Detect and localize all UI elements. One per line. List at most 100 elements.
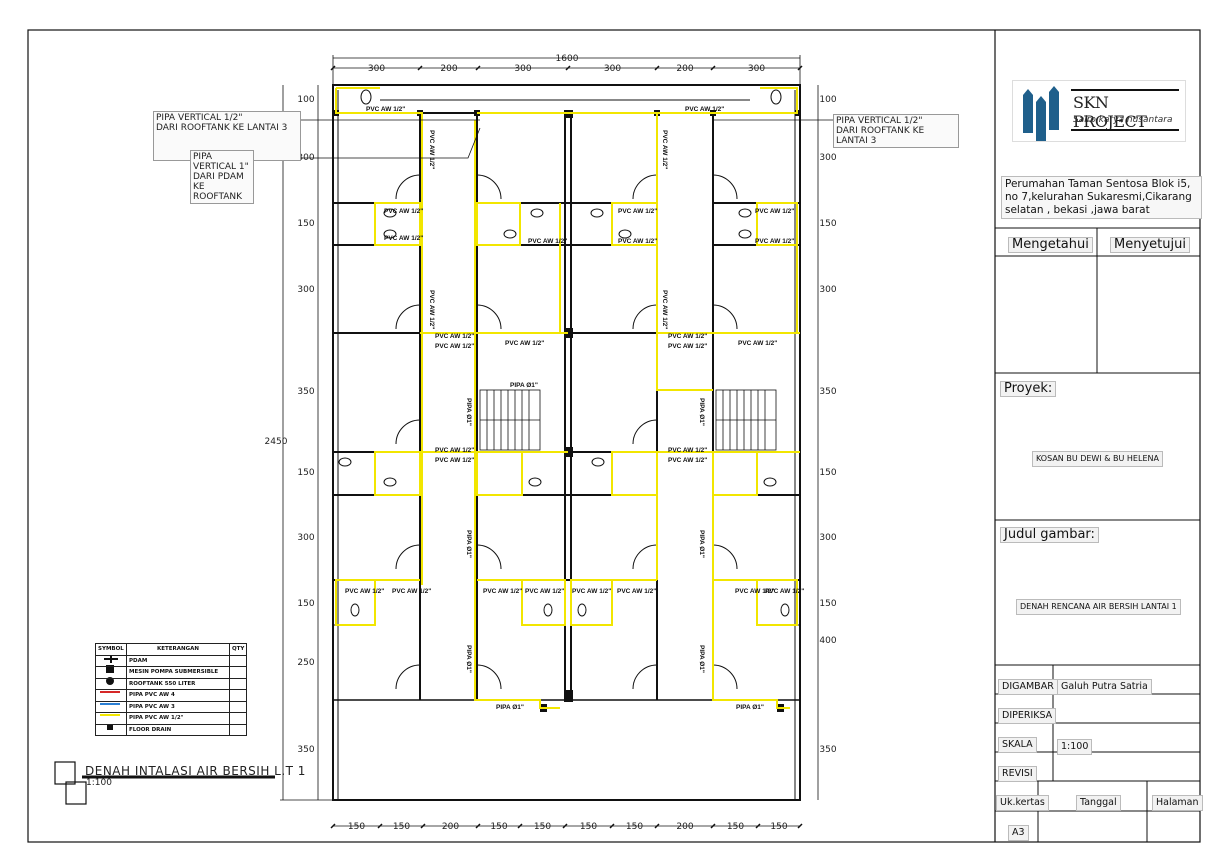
pipe-label: PVC AW 1/2" [668, 343, 707, 350]
dimension-bottom: 150 [534, 822, 551, 832]
dimension-left: 300 [297, 285, 314, 295]
legend-row-label: PIPA PVC AW 3 [126, 700, 230, 713]
dimension-tick [417, 65, 423, 71]
drawing-title: DENAH INTALASI AIR BERSIH L.T 1 [85, 764, 306, 778]
pipe-label: PVC AW 1/2" [345, 588, 384, 595]
dimension-bottom: 150 [490, 822, 507, 832]
dimension-right: 300 [819, 285, 836, 295]
legend-header-keterangan: KETERANGAN [126, 643, 230, 656]
dimension-bottom: 200 [676, 822, 693, 832]
logo-icon [1023, 86, 1059, 142]
dimension-top: 300 [514, 64, 531, 74]
pipe-main-label-vertical: PIPA Ø1" [465, 398, 472, 426]
legend-table: SYMBOL KETERANGAN QTY PDAM MESIN POMPA S… [95, 643, 248, 736]
pipe-label: PVC AW 1/2" [618, 238, 657, 245]
pipe-label: PVC AW 1/2" [392, 588, 431, 595]
legend-row-label: MESIN POMPA SUBMERSIBLE [126, 666, 230, 679]
judul-value: DENAH RENCANA AIR BERSIH LANTAI 1 [1016, 599, 1181, 615]
dimension-left: 150 [297, 219, 314, 229]
dimension-tick [654, 823, 660, 829]
pipe-label: PVC AW 1/2" [384, 208, 423, 215]
uk-kertas-label: Uk.kertas [996, 795, 1049, 811]
dimension-right: 150 [819, 468, 836, 478]
halaman-label: Halaman [1152, 795, 1203, 811]
note-vertical-one: PIPA VERTICAL 1" DARI PDAM KE ROOFTANK [190, 150, 254, 204]
staircase [479, 389, 777, 451]
dimension-left: 150 [297, 599, 314, 609]
dimension-overall-height: 2450 [265, 437, 288, 447]
pipe-label: PVC AW 1/2" [738, 340, 777, 347]
dimension-bottom: 150 [348, 822, 365, 832]
dimension-right: 150 [819, 219, 836, 229]
structural-columns [333, 110, 801, 712]
dimension-right: 150 [819, 599, 836, 609]
dimension-tick [755, 823, 761, 829]
pipe-label: PVC AW 1/2" [366, 106, 405, 113]
pipe-label: PVC AW 1/2" [618, 208, 657, 215]
dimension-right: 400 [819, 636, 836, 646]
dimension-right: 350 [819, 387, 836, 397]
dimension-right: 300 [819, 153, 836, 163]
dimension-left: 150 [297, 468, 314, 478]
dimension-lines [280, 55, 819, 827]
legend-row-label: ROOFTANK 550 LITER [126, 677, 230, 690]
drawing-title-marks [54, 761, 275, 805]
dimension-tick [797, 823, 803, 829]
dimension-tick [517, 823, 523, 829]
pipe-label-vertical: PVC AW 1/2" [661, 290, 668, 329]
judul-label: Judul gambar: [1000, 527, 1099, 543]
dimension-left: 300 [297, 153, 314, 163]
drawing-scale: 1:100 [86, 778, 112, 788]
project-address: Perumahan Taman Sentosa Blok i5, no 7,ke… [1001, 176, 1202, 219]
dimension-tick [565, 65, 571, 71]
pipe-label: PVC AW 1/2" [528, 238, 567, 245]
note-line: PIPA VERTICAL 1/2" [836, 116, 923, 126]
pvc-pipe-network [335, 87, 800, 709]
dimension-tick [475, 65, 481, 71]
pipe-label: PVC AW 1/2" [765, 588, 804, 595]
dimension-left: 350 [297, 745, 314, 755]
skala-value: 1:100 [1057, 739, 1093, 755]
pipe-label-vertical: PVC AW 1/2" [428, 130, 435, 169]
pipe-label: PVC AW 1/2" [505, 340, 544, 347]
legend-row-label: PIPA PVC AW 4 [126, 689, 230, 702]
pipe-label: PVC AW 1/2" [435, 447, 474, 454]
dimension-left: 350 [297, 387, 314, 397]
dimension-tick [710, 823, 716, 829]
dimension-bottom: 150 [580, 822, 597, 832]
logo-name: SKN PROJECT [1073, 93, 1147, 131]
proyek-label: Proyek: [1000, 381, 1057, 397]
legend-row-label: FLOOR DRAIN [126, 723, 230, 736]
pipe-main-label: PIPA Ø1" [736, 704, 764, 711]
dimension-right: 100 [819, 95, 836, 105]
pipe-label-vertical: PVC AW 1/2" [428, 290, 435, 329]
dimension-overall-width: 1600 [556, 54, 579, 64]
note-line: DARI PDAM [193, 172, 244, 182]
note-line: PIPA VERTICAL 1/2" [156, 113, 243, 123]
mengetahui-label: Mengetahui [1008, 237, 1093, 253]
sheet-border [27, 29, 1201, 843]
pipe-label: PVC AW 1/2" [525, 588, 564, 595]
diperiksa-label: DIPERIKSA [998, 708, 1057, 724]
note-line: DARI ROOFTANK KE LANTAI 3 [836, 126, 925, 146]
dimension-tick [420, 823, 426, 829]
pipe-labels: PVC AW 1/2"PVC AW 1/2"PVC AW 1/2"PVC AW … [345, 106, 804, 711]
company-logo: SKN PROJECT Sairo karya nusantara [1012, 80, 1186, 142]
legend-header-symbol: SYMBOL [95, 643, 127, 656]
pipe-main-label: PIPA Ø1" [496, 704, 524, 711]
legend-row-label: PIPA PVC AW 1/2" [126, 712, 230, 725]
dimension-tick [377, 823, 383, 829]
pipe-main-label-vertical: PIPA Ø1" [698, 645, 705, 673]
digambar-value: Galuh Putra Satria [1057, 679, 1152, 695]
dimension-tick [562, 823, 568, 829]
dimension-tick [710, 65, 716, 71]
pipe-label: PVC AW 1/2" [483, 588, 522, 595]
dimension-tick [330, 823, 336, 829]
dimension-ticks [330, 65, 803, 829]
dimension-bottom: 150 [393, 822, 410, 832]
dimension-bottom: 150 [727, 822, 744, 832]
pipe-label: PVC AW 1/2" [685, 106, 724, 113]
proyek-value: KOSAN BU DEWI & BU HELENA [1032, 451, 1163, 467]
pipe-main-label-vertical: PIPA Ø1" [465, 530, 472, 558]
dimension-tick [654, 65, 660, 71]
